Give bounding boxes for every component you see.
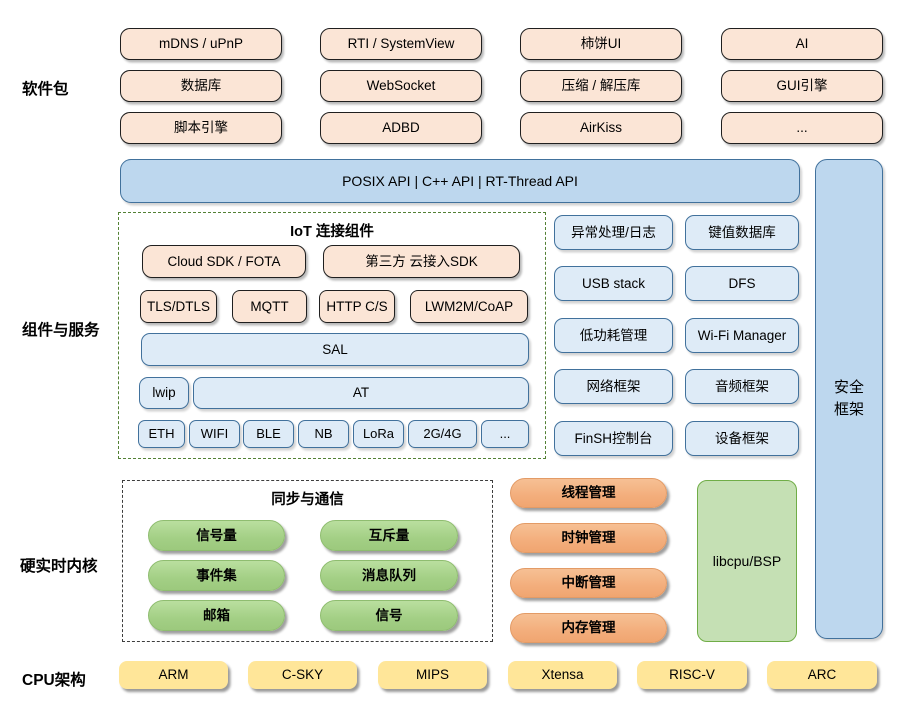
security-framework-label-line2: 框架	[833, 401, 864, 418]
cpu-arch-box: Xtensa	[508, 661, 617, 689]
service-box: FinSH控制台	[554, 421, 673, 456]
layer-label-components-services: 组件与服务	[22, 322, 100, 339]
software-package-box: 压缩 / 解压库	[520, 70, 682, 102]
software-package-box: ...	[721, 112, 883, 144]
service-box: USB stack	[554, 266, 673, 301]
service-box: DFS	[685, 266, 799, 301]
iot-link-box: 2G/4G	[408, 420, 477, 448]
layer-label-hard-realtime-kernel: 硬实时内核	[20, 558, 98, 575]
service-box: 键值数据库	[685, 215, 799, 250]
software-package-box: mDNS / uPnP	[120, 28, 282, 60]
cpu-arch-box: ARC	[767, 661, 877, 689]
cpu-arch-box: C-SKY	[248, 661, 357, 689]
iot-link-box: ETH	[138, 420, 185, 448]
software-package-box: 柿饼UI	[520, 28, 682, 60]
lwip-box: lwip	[139, 377, 189, 409]
kernel-mgmt-box: 线程管理	[510, 478, 667, 508]
kernel-mgmt-box: 中断管理	[510, 568, 667, 598]
kernel-object-box: 信号量	[148, 520, 285, 551]
layer-label-cpu-architecture: CPU架构	[22, 672, 86, 689]
iot-link-box: ...	[481, 420, 529, 448]
cpu-arch-box: RISC-V	[637, 661, 747, 689]
kernel-object-box: 邮箱	[148, 600, 285, 631]
software-package-box: AirKiss	[520, 112, 682, 144]
sync-ipc-frame	[122, 480, 493, 642]
iot-link-box: BLE	[243, 420, 294, 448]
software-package-box: GUI引擎	[721, 70, 883, 102]
service-box: 异常处理/日志	[554, 215, 673, 250]
iot-components-title: IoT 连接组件	[290, 224, 374, 240]
software-package-box: AI	[721, 28, 883, 60]
cpu-arch-box: MIPS	[378, 661, 487, 689]
software-package-box: WebSocket	[320, 70, 482, 102]
iot-sdk-box: Cloud SDK / FOTA	[142, 245, 306, 278]
service-box: 设备框架	[685, 421, 799, 456]
api-layer-bar: POSIX API | C++ API | RT-Thread API	[120, 159, 800, 203]
service-box: 网络框架	[554, 369, 673, 404]
kernel-object-box: 信号	[320, 600, 458, 631]
sync-ipc-title: 同步与通信	[271, 492, 344, 508]
service-box: 低功耗管理	[554, 318, 673, 353]
software-package-box: RTI / SystemView	[320, 28, 482, 60]
iot-protocol-box: HTTP C/S	[319, 290, 395, 323]
kernel-object-box: 互斥量	[320, 520, 458, 551]
iot-link-box: LoRa	[353, 420, 404, 448]
libcpu-bsp-box: libcpu/BSP	[697, 480, 797, 642]
kernel-object-box: 事件集	[148, 560, 285, 591]
iot-components-frame	[118, 212, 546, 459]
kernel-mgmt-box: 时钟管理	[510, 523, 667, 553]
service-box: Wi-Fi Manager	[685, 318, 799, 353]
kernel-object-box: 消息队列	[320, 560, 458, 591]
cpu-arch-box: ARM	[119, 661, 228, 689]
software-package-box: ADBD	[320, 112, 482, 144]
sal-layer-box: SAL	[141, 333, 529, 366]
service-box: 音频框架	[685, 369, 799, 404]
iot-protocol-box: LWM2M/CoAP	[410, 290, 528, 323]
security-framework-bar: 安全 框架	[815, 159, 883, 639]
iot-link-box: WIFI	[189, 420, 240, 448]
iot-protocol-box: TLS/DTLS	[140, 290, 217, 323]
iot-link-box: NB	[298, 420, 349, 448]
software-package-box: 数据库	[120, 70, 282, 102]
kernel-mgmt-box: 内存管理	[510, 613, 667, 643]
security-framework-label-line1: 安全	[833, 378, 864, 396]
layer-label-software-packages: 软件包	[22, 81, 69, 98]
at-box: AT	[193, 377, 529, 409]
iot-protocol-box: MQTT	[232, 290, 307, 323]
iot-sdk-box: 第三方 云接入SDK	[323, 245, 520, 278]
software-package-box: 脚本引擎	[120, 112, 282, 144]
